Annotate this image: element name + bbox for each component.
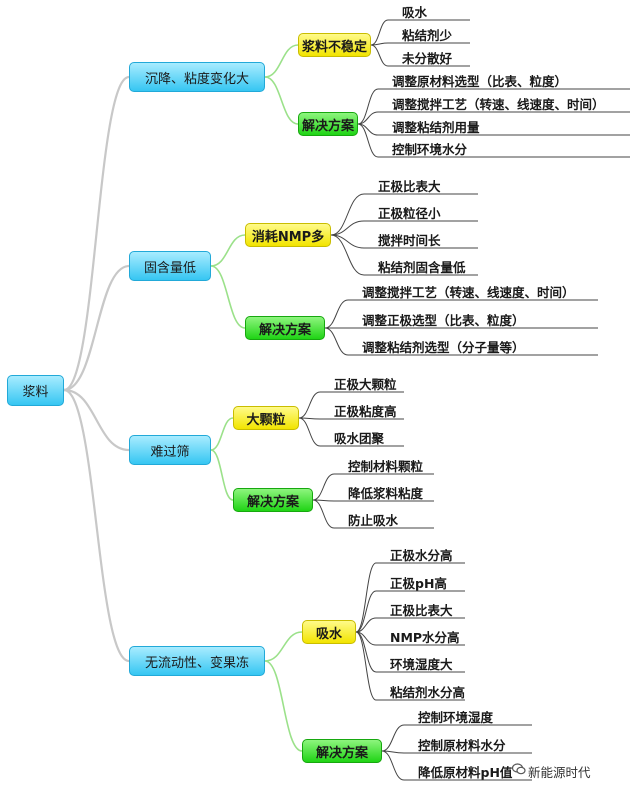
cause-water-absorption: 吸水 <box>302 620 356 644</box>
root-link-0 <box>63 75 130 392</box>
leaf-b1-solution-0: 调整原材料选型（比表、粒度） <box>392 74 568 89</box>
branch-settling-viscosity: 沉降、粘度变化大 <box>129 62 265 92</box>
leaf-b2-solution-0: 调整搅拌工艺（转速、线速度、时间） <box>362 285 575 300</box>
leaf-link-b2.cause-0 <box>330 193 365 236</box>
leaf-link-b3.solution-2 <box>312 499 335 529</box>
root-link-3 <box>63 388 130 663</box>
leaf-b2-cause-3: 粘结剂固含量低 <box>378 260 466 275</box>
branch-link-3-1 <box>264 660 303 752</box>
solution-b3: 解决方案 <box>233 488 313 512</box>
leaf-b4-cause-0: 正极水分高 <box>390 548 453 563</box>
leaf-b2-cause-0: 正极比表大 <box>378 179 441 194</box>
leaf-b3-cause-0: 正极大颗粒 <box>334 377 397 392</box>
leaf-b1-solution-3: 控制环境水分 <box>392 142 468 157</box>
branch-low-solid-content: 固含量低 <box>129 251 211 281</box>
branch-link-0-1 <box>264 76 299 125</box>
leaf-b4-cause-3: NMP水分高 <box>390 630 460 645</box>
leaf-b4-solution-2: 降低原材料pH值 <box>418 765 513 780</box>
leaf-link-b2.cause-3 <box>330 234 365 276</box>
branch-no-fluidity-jelly: 无流动性、变果冻 <box>129 646 265 676</box>
leaf-link-b4.cause-0 <box>355 562 377 633</box>
leaf-link-b1.solution-0 <box>357 88 379 125</box>
leaf-link-b2.solution-2 <box>324 327 349 356</box>
leaf-b1-cause-2: 未分散好 <box>402 51 453 66</box>
branch-hard-to-sieve: 难过筛 <box>129 435 211 465</box>
branch-link-0-0 <box>264 44 299 78</box>
leaf-b1-cause-0: 吸水 <box>402 5 428 20</box>
leaf-link-b4.cause-2 <box>355 617 377 633</box>
branch-link-2-1 <box>210 449 234 501</box>
leaf-b2-solution-1: 调整正极选型（比表、粒度） <box>362 313 525 328</box>
leaf-b2-solution-2: 调整粘结剂选型（分子量等） <box>362 340 525 355</box>
leaf-link-b4.solution-2 <box>381 750 405 781</box>
root-link-1 <box>63 264 130 392</box>
cause-nmp-consumption: 消耗NMP多 <box>245 223 331 247</box>
leaf-b2-cause-1: 正极粒径小 <box>378 206 441 221</box>
leaf-link-b1.cause-0 <box>370 19 389 46</box>
cause-unstable-slurry: 浆料不稳定 <box>298 33 371 57</box>
leaf-b1-solution-2: 调整粘结剂用量 <box>392 120 480 135</box>
solution-b4: 解决方案 <box>302 739 382 763</box>
branch-link-2-0 <box>210 417 234 451</box>
wechat-icon <box>512 763 526 775</box>
leaf-b3-solution-2: 防止吸水 <box>348 513 399 528</box>
leaf-link-b3.cause-2 <box>298 417 321 447</box>
leaf-b4-solution-1: 控制原材料水分 <box>418 738 506 753</box>
root-node: 浆料 <box>7 375 64 406</box>
leaf-b4-solution-0: 控制环境湿度 <box>418 710 494 725</box>
leaf-b4-cause-5: 粘结剂水分高 <box>390 685 466 700</box>
leaf-b1-solution-1: 调整搅拌工艺（转速、线速度、时间） <box>392 97 605 112</box>
leaf-b4-cause-2: 正极比表大 <box>390 603 453 618</box>
leaf-b3-solution-0: 控制材料颗粒 <box>348 459 424 474</box>
leaf-b3-cause-2: 吸水团聚 <box>334 431 385 446</box>
leaf-link-b4.cause-5 <box>355 631 377 701</box>
leaf-b3-cause-1: 正极粘度高 <box>334 404 397 419</box>
leaf-b1-cause-1: 粘结剂少 <box>402 28 453 43</box>
leaf-link-b2.solution-0 <box>324 299 349 329</box>
root-link-2 <box>63 388 130 452</box>
leaf-link-b2.cause-1 <box>330 220 365 236</box>
leaf-link-b1.cause-2 <box>370 44 389 67</box>
leaf-link-b1.solution-1 <box>357 111 379 125</box>
leaf-b3-solution-1: 降低浆料粘度 <box>348 486 424 501</box>
cause-large-particles: 大颗粒 <box>233 406 299 430</box>
leaf-b4-cause-4: 环境湿度大 <box>390 657 453 672</box>
leaf-link-b4.solution-0 <box>381 724 405 752</box>
branch-link-3-0 <box>264 631 303 662</box>
leaf-b2-cause-2: 搅拌时间长 <box>378 233 441 248</box>
watermark-text: 新能源时代 <box>528 765 591 780</box>
leaf-link-b1.solution-3 <box>357 123 379 158</box>
branch-link-1-1 <box>210 265 246 329</box>
branch-link-1-0 <box>210 234 246 267</box>
leaf-link-b3.solution-0 <box>312 473 335 501</box>
leaf-link-b3.cause-0 <box>298 391 321 419</box>
solution-b1: 解决方案 <box>298 112 358 136</box>
leaf-b4-cause-1: 正极pH高 <box>390 576 447 591</box>
solution-b2: 解决方案 <box>245 316 325 340</box>
leaf-link-b4.cause-1 <box>355 590 377 633</box>
